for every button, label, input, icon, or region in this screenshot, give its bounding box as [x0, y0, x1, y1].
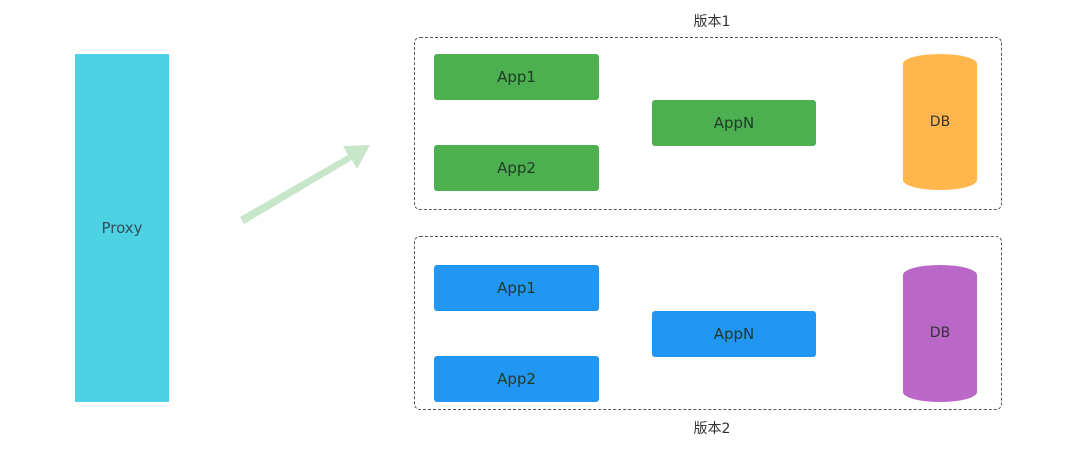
proxy-node: Proxy [75, 54, 169, 402]
version2-caption: 版本2 [693, 421, 731, 437]
version2-group [414, 236, 1002, 410]
version1-app2-label: App2 [497, 159, 536, 177]
proxy-label: Proxy [101, 219, 143, 237]
version1-app2-box: App2 [434, 145, 599, 191]
version2-db-label: DB [929, 325, 951, 341]
version1-app1-box: App1 [434, 54, 599, 100]
version2-app1-box: App1 [434, 265, 599, 311]
database-icon [903, 54, 977, 190]
version1-group [414, 37, 1002, 210]
version1-db-cylinder: DB [903, 54, 977, 190]
version2-app2-label: App2 [497, 370, 536, 388]
version1-db-label: DB [929, 114, 951, 130]
version1-app1-label: App1 [497, 68, 536, 86]
version1-caption: 版本1 [693, 14, 731, 30]
version1-appn-label: AppN [713, 114, 755, 132]
version2-db-cylinder: DB [903, 265, 977, 402]
database-icon [903, 265, 977, 402]
version2-app2-box: App2 [434, 356, 599, 402]
version1-appn-box: AppN [652, 100, 816, 146]
version2-appn-label: AppN [713, 325, 755, 343]
version2-app1-label: App1 [497, 279, 536, 297]
version2-appn-box: AppN [652, 311, 816, 357]
